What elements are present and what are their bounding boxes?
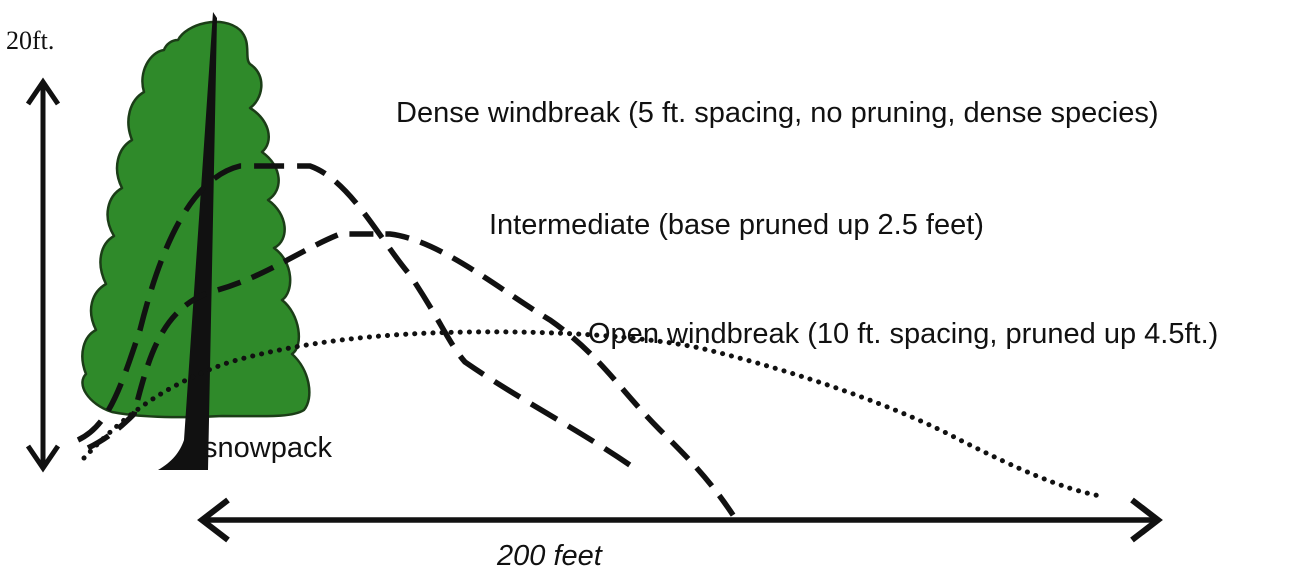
snowpack-label: snowpack bbox=[203, 432, 332, 464]
height-label: 20ft. bbox=[6, 26, 55, 55]
dense-windbreak-line bbox=[76, 163, 642, 475]
dense-windbreak-label: Dense windbreak (5 ft. spacing, no pruni… bbox=[396, 97, 1159, 129]
intermediate-windbreak-line bbox=[86, 231, 738, 520]
tree-trunk bbox=[158, 12, 217, 470]
height-arrow bbox=[25, 77, 61, 473]
distance-label: 200 feet bbox=[497, 540, 602, 572]
distance-arrow bbox=[197, 497, 1163, 543]
tree-crown bbox=[81, 20, 311, 419]
open-windbreak-line bbox=[81, 329, 1103, 499]
intermediate-windbreak-label: Intermediate (base pruned up 2.5 feet) bbox=[489, 209, 984, 241]
open-windbreak-label: Open windbreak (10 ft. spacing, pruned u… bbox=[588, 318, 1219, 350]
